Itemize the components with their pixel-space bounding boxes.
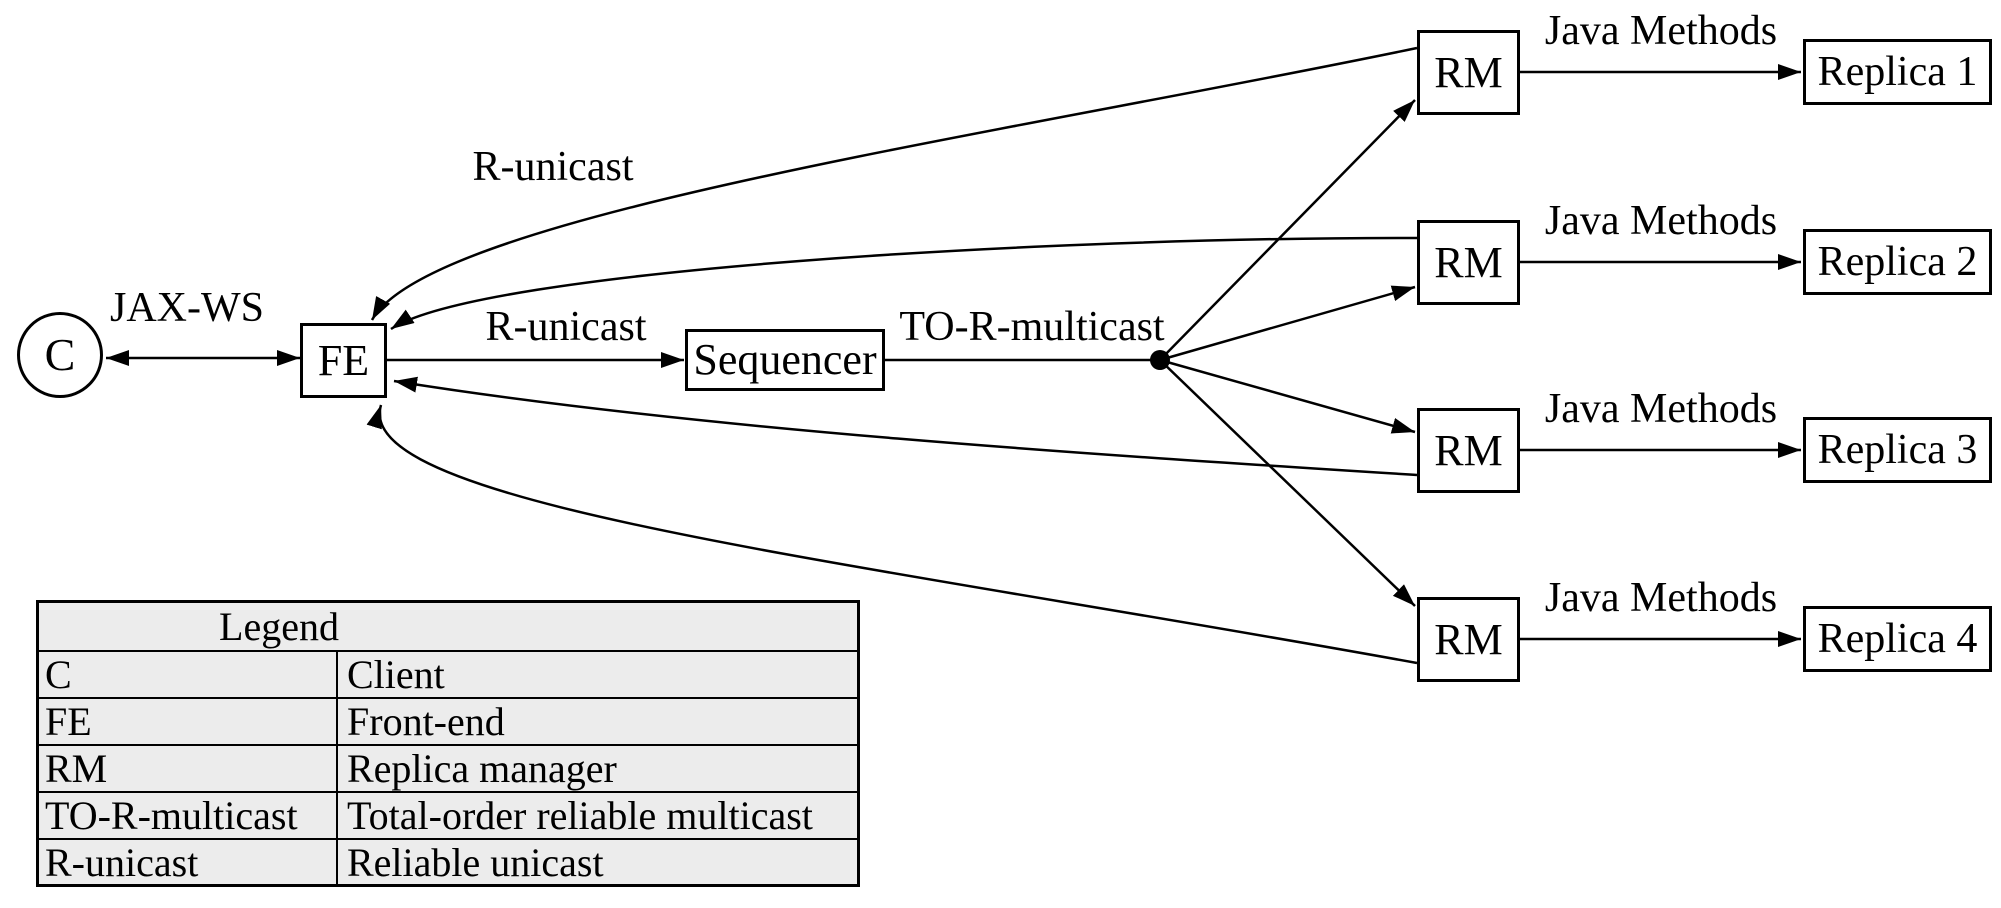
legend-key: FE xyxy=(39,699,338,744)
edge-dot-rm2 xyxy=(1159,285,1416,362)
legend-key: TO-R-multicast xyxy=(39,793,338,838)
rm-label: RM xyxy=(1434,237,1503,287)
client-node: C xyxy=(17,312,103,398)
java-methods-edge-label-2: Java Methods xyxy=(1544,198,1778,244)
legend-row-front-end: FE Front-end xyxy=(39,699,857,746)
replica-label: Replica 1 xyxy=(1817,49,1978,95)
rm-label: RM xyxy=(1434,47,1503,97)
legend-row-replica-manager: RM Replica manager xyxy=(39,746,857,793)
replica-node-1: Replica 1 xyxy=(1803,39,1992,105)
edge-rm1-fe-return xyxy=(370,46,1418,321)
edge-rm2-fe-return xyxy=(390,236,1418,331)
legend-header-row: Legend xyxy=(39,603,857,652)
replica-manager-node-2: RM xyxy=(1417,220,1520,305)
replica-node-2: Replica 2 xyxy=(1803,229,1992,295)
replica-manager-node-4: RM xyxy=(1417,597,1520,682)
legend-row-r-unicast: R-unicast Reliable unicast xyxy=(39,840,857,884)
replica-node-3: Replica 3 xyxy=(1803,417,1992,483)
sequencer-node: Sequencer xyxy=(685,329,885,391)
edge-rm4-fe-return xyxy=(366,404,1418,665)
front-end-label: FE xyxy=(317,335,370,385)
edge-dot-rm1 xyxy=(1159,99,1416,361)
replica-node-4: Replica 4 xyxy=(1803,606,1992,672)
replica-label: Replica 3 xyxy=(1817,427,1978,473)
rm-label: RM xyxy=(1434,614,1503,664)
java-methods-edge-label-4: Java Methods xyxy=(1544,575,1778,621)
legend-value: Replica manager xyxy=(347,746,617,791)
rm-label: RM xyxy=(1434,425,1503,475)
java-methods-edge-label-1: Java Methods xyxy=(1544,8,1778,54)
legend-row-to-r-multicast: TO-R-multicast Total-order reliable mult… xyxy=(39,793,857,840)
edge-rm3-fe-return xyxy=(393,376,1418,477)
edge-dot-rm4 xyxy=(1159,359,1416,607)
sequencer-label: Sequencer xyxy=(693,335,877,384)
replica-label: Replica 4 xyxy=(1817,616,1978,662)
legend-title: Legend xyxy=(219,604,339,649)
client-label: C xyxy=(44,329,76,380)
to-r-multicast-edge-label: TO-R-multicast xyxy=(899,304,1165,350)
java-methods-edge-label-3: Java Methods xyxy=(1544,386,1778,432)
legend-value: Reliable unicast xyxy=(347,840,604,884)
replica-manager-node-3: RM xyxy=(1417,408,1520,493)
legend-key: C xyxy=(39,652,338,697)
legend-key: RM xyxy=(39,746,338,791)
replica-manager-node-1: RM xyxy=(1417,30,1520,115)
legend-value: Total-order reliable multicast xyxy=(347,793,813,838)
front-end-node: FE xyxy=(300,323,387,398)
r-unicast-top-edge-label: R-unicast xyxy=(472,144,634,190)
legend-row-client: C Client xyxy=(39,652,857,699)
legend-key: R-unicast xyxy=(39,840,338,884)
legend-table: Legend C Client FE Front-end RM Replica … xyxy=(36,600,860,887)
r-unicast-mid-edge-label: R-unicast xyxy=(485,304,647,350)
jax-ws-edge-label: JAX-WS xyxy=(110,285,264,331)
legend-value: Client xyxy=(347,652,445,697)
legend-value: Front-end xyxy=(347,699,505,744)
replica-label: Replica 2 xyxy=(1817,239,1978,285)
multicast-point-dot xyxy=(1150,350,1170,370)
edge-dot-rm3 xyxy=(1159,358,1416,434)
